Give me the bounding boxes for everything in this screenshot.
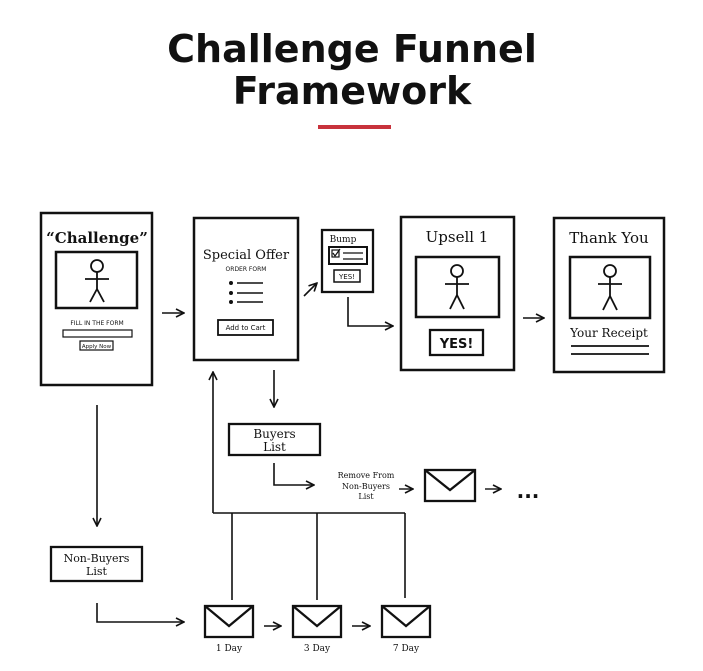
thank-you-page: Thank You Your Receipt	[552, 216, 666, 374]
apply-now-button[interactable]	[79, 340, 114, 351]
bump-title: Bump	[330, 235, 357, 245]
email-feedback-lines	[213, 512, 406, 600]
arrow-icon	[96, 603, 184, 622]
stick-figure-icon	[445, 264, 469, 310]
remove-label-line2: Non-Buyers	[342, 482, 390, 491]
add-to-cart-button[interactable]	[217, 319, 274, 336]
arrow-icon	[347, 297, 393, 326]
challenge-page: “Challenge” FILL IN THE FORM Apply Now	[39, 211, 154, 387]
remove-label-line1: Remove From	[338, 471, 395, 480]
upsell-yes-button[interactable]	[428, 328, 485, 357]
email-7-day-label: 7 Day	[393, 644, 420, 654]
bump-page: Bump YES!	[320, 228, 375, 294]
page-title-line1: Challenge Funnel	[167, 27, 537, 71]
buyers-list-box: Buyers List	[227, 422, 322, 457]
special-offer-page: Special Offer ORDER FORM Add to Cart	[192, 216, 300, 362]
non-buyers-list-line1: Non-Buyers	[64, 552, 130, 565]
buyers-list-line1: Buyers	[253, 427, 295, 441]
bump-lines	[343, 252, 363, 260]
non-buyers-list-box: Non-Buyers List	[49, 545, 144, 583]
email-1-day-label: 1 Day	[216, 644, 243, 654]
buyers-list-line2: List	[263, 440, 286, 454]
upsell-yes-label: YES!	[439, 337, 474, 352]
envelope-icon	[380, 604, 432, 639]
arrow-icon	[273, 463, 314, 485]
envelope-icon	[291, 604, 343, 639]
stick-figure-icon	[85, 259, 109, 303]
remove-label-line3: List	[358, 492, 374, 501]
bump-yes-button[interactable]	[333, 269, 361, 283]
order-form-label: ORDER FORM	[226, 266, 267, 273]
bump-yes-label: YES!	[338, 273, 355, 281]
page-title-line2: Framework	[233, 69, 472, 113]
challenge-form-field[interactable]	[62, 329, 133, 338]
envelope-icon	[423, 468, 477, 503]
challenge-form-label: FILL IN THE FORM	[70, 320, 123, 327]
ellipsis-text: ...	[517, 479, 540, 503]
envelope-icon	[203, 604, 255, 639]
receipt-lines	[571, 345, 649, 355]
checkbox-icon	[331, 248, 341, 258]
non-buyers-list-line2: List	[86, 565, 107, 578]
arrow-icon	[303, 283, 317, 297]
title-underline	[318, 125, 391, 129]
special-offer-title: Special Offer	[203, 248, 290, 263]
email-3-day-label: 3 Day	[304, 644, 331, 654]
apply-now-label: Apply Now	[82, 344, 112, 350]
your-receipt-label: Your Receipt	[569, 326, 648, 340]
challenge-title: “Challenge”	[46, 229, 148, 247]
thank-you-title: Thank You	[569, 229, 649, 247]
upsell-page: Upsell 1 YES!	[399, 215, 516, 372]
order-form-lines	[229, 280, 263, 304]
add-to-cart-label: Add to Cart	[226, 324, 266, 332]
upsell-title: Upsell 1	[426, 228, 489, 246]
stick-figure-icon	[598, 264, 622, 311]
